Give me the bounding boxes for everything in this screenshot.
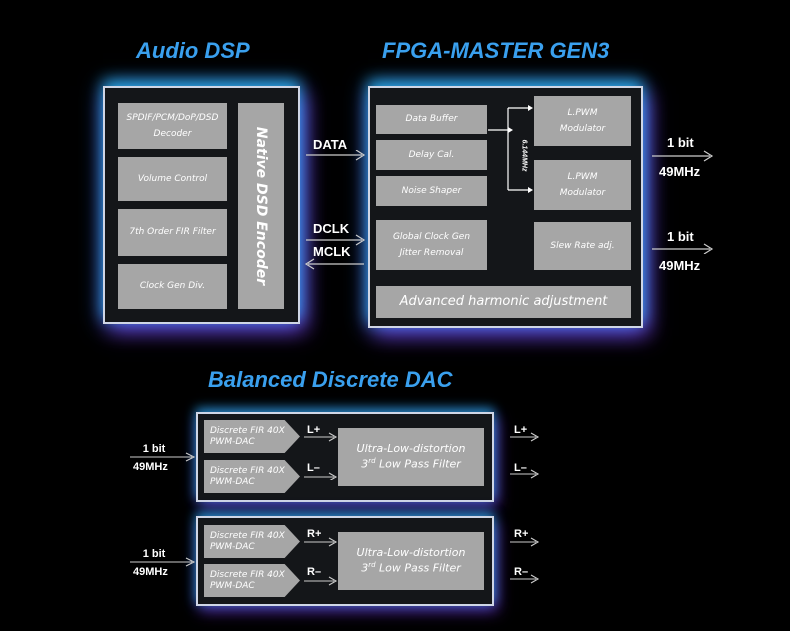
freq-label: 6.144MHz <box>520 139 528 171</box>
dac2-in-arrow <box>130 557 196 567</box>
r-minus-out-label: R– <box>514 566 529 578</box>
l-plus-in-label: L+ <box>307 424 321 436</box>
decoder-block: SPDIF/PCM/DoP/DSD Decoder <box>118 103 227 149</box>
pwm-dac-r-minus: Discrete FIR 40X PWM-DAC <box>204 564 300 597</box>
pwm-dac-l-minus: Discrete FIR 40X PWM-DAC <box>204 460 300 493</box>
fpga-out1-bits: 1 bit <box>667 135 694 150</box>
dsd-encoder-block: Native DSD Encoder <box>238 103 284 309</box>
r-plus-in-label: R+ <box>307 528 322 540</box>
data-buffer-block: Data Buffer <box>376 105 487 134</box>
dsd-encoder-label: Native DSD Encoder <box>253 126 269 286</box>
dac2-in-freq: 49MHz <box>133 566 168 578</box>
audio-dsp-title: Audio DSP <box>136 38 250 63</box>
clock-gen-jitter-block: Global Clock Gen Jitter Removal <box>376 220 487 270</box>
r-plus-out-label: R+ <box>514 528 529 540</box>
pwm-dac-r-plus: Discrete FIR 40X PWM-DAC <box>204 525 300 558</box>
pwm-modulator-1-block: L.PWM Modulator <box>534 96 631 146</box>
lpf-line2: 3rd Low Pass Filter <box>361 456 461 471</box>
lpf-unit-1: Ultra-Low-distortion 3rd Low Pass Filter <box>338 428 484 486</box>
slew-rate-block: Slew Rate adj. <box>534 222 631 270</box>
data-label: DATA <box>313 137 348 152</box>
pwm-modulator-2-block: L.PWM Modulator <box>534 160 631 210</box>
dac1-in-bits: 1 bit <box>142 443 166 455</box>
fir-filter-block: 7th Order FIR Filter <box>118 209 227 256</box>
lpf-line1: Ultra-Low-distortion <box>356 441 466 455</box>
clock-gen-block: Clock Gen Div. <box>118 264 227 309</box>
dclk-label: DCLK <box>313 221 350 236</box>
noise-shaper-block: Noise Shaper <box>376 176 487 206</box>
lpf-line1: Ultra-Low-distortion <box>356 545 466 559</box>
advanced-harmonic-block: Advanced harmonic adjustment <box>376 286 631 318</box>
dac-unit-1-arrows <box>304 432 540 480</box>
dac1-in-freq: 49MHz <box>133 461 168 473</box>
fpga-out1-freq: 49MHz <box>659 164 701 179</box>
dac1-in-arrow <box>130 452 196 462</box>
lpf-line2: 3rd Low Pass Filter <box>361 560 461 575</box>
dsp-fpga-arrows <box>304 150 366 270</box>
l-minus-in-label: L– <box>307 462 320 474</box>
lpf-unit-2: Ultra-Low-distortion 3rd Low Pass Filter <box>338 532 484 590</box>
freq-label-wrap: 6.144MHz <box>520 130 528 180</box>
l-plus-out-label: L+ <box>514 424 528 436</box>
dac-title: Balanced Discrete DAC <box>208 367 453 392</box>
fpga-out2-freq: 49MHz <box>659 258 701 273</box>
fpga-title: FPGA-MASTER GEN3 <box>382 38 610 63</box>
delay-cal-block: Delay Cal. <box>376 140 487 170</box>
r-minus-in-label: R– <box>307 566 322 578</box>
dac2-in-bits: 1 bit <box>142 548 166 560</box>
mclk-label: MCLK <box>313 244 351 259</box>
pwm-dac-l-plus: Discrete FIR 40X PWM-DAC <box>204 420 300 453</box>
fpga-output-arrows <box>652 150 714 254</box>
dac-unit-2-arrows <box>304 537 540 586</box>
fpga-internal-arrows <box>488 105 533 193</box>
fpga-out2-bits: 1 bit <box>667 229 694 244</box>
volume-control-block: Volume Control <box>118 157 227 201</box>
l-minus-out-label: L– <box>514 462 527 474</box>
